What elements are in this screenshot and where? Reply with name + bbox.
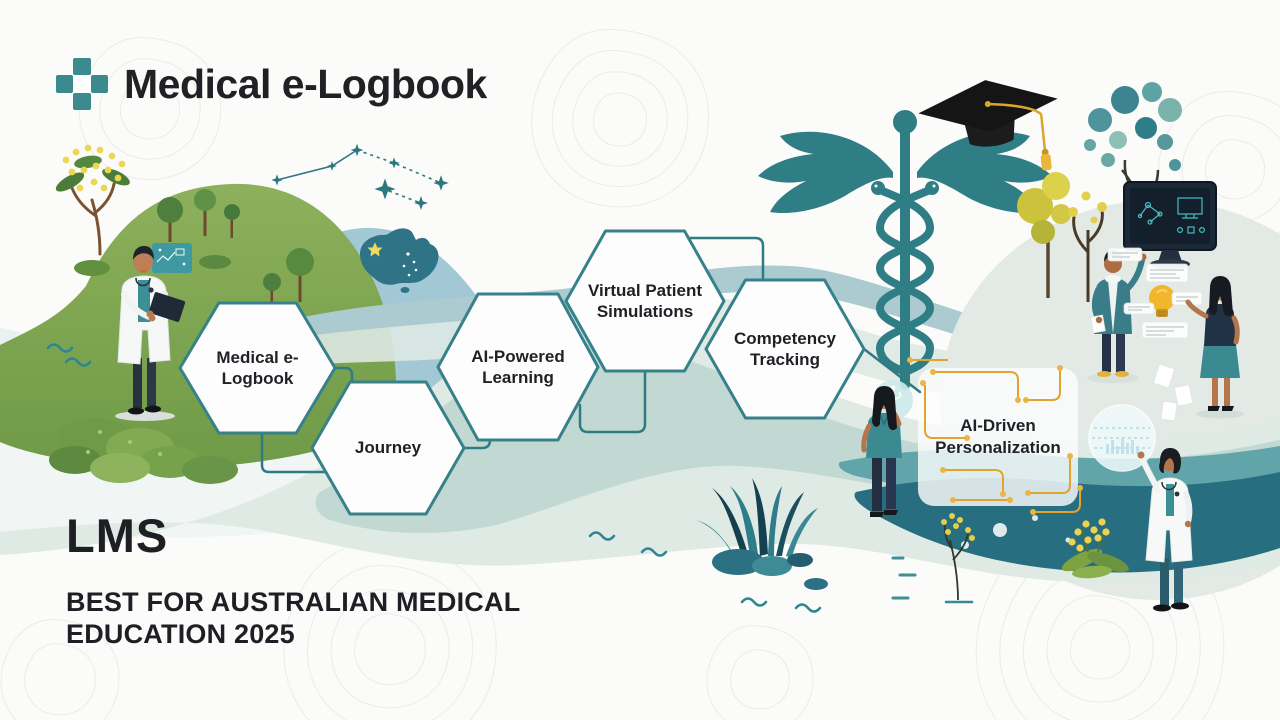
wattle-flower-icon — [1061, 518, 1129, 579]
graduation-cap-icon — [918, 80, 1058, 171]
flow-node-ai-powered-learning: AI-Powered Learning — [471, 346, 565, 387]
page-title: Medical e-Logbook — [124, 60, 487, 107]
waving-student-figure — [1087, 250, 1147, 383]
wattle-sprig-icon — [891, 513, 975, 604]
australia-map-icon — [360, 228, 439, 293]
flow-node-competency-tracking: Competency Tracking — [733, 328, 837, 369]
southern-cross-constellation-icon — [271, 143, 449, 210]
flow-node-journey: Journey — [354, 438, 422, 458]
medical-board-icon — [152, 243, 192, 273]
brand-header: Medical e-Logbook — [56, 58, 487, 110]
subheading: BEST FOR AUSTRALIAN MEDICAL EDUCATION 20… — [66, 587, 520, 649]
gum-tree-icon — [1017, 172, 1107, 302]
lightbulb-icon — [1149, 285, 1175, 317]
student-figure — [1185, 276, 1244, 419]
dot-tree-icon — [1084, 82, 1182, 252]
nurse-figure — [861, 380, 913, 517]
hill-trees — [74, 189, 314, 304]
flow-hexagons — [178, 229, 866, 516]
flying-papers — [1152, 363, 1194, 422]
wave-icon — [46, 343, 822, 613]
doctor-figure — [1137, 448, 1193, 612]
bushes — [49, 418, 238, 484]
speech-blocks — [1107, 247, 1203, 339]
lms-heading: LMS — [66, 509, 169, 562]
flow-node-virtual-patient-simulations: Virtual Patient Simulations — [588, 280, 702, 321]
spinifex-plant-icon — [696, 478, 828, 590]
circuit-lines-icon — [907, 357, 1083, 515]
wattle-flower-icon — [62, 144, 126, 192]
medical-monitor-icon — [1123, 181, 1217, 269]
wattle-tree-icon — [55, 144, 130, 256]
flow-node-medical-e-logbook: Medical e-Logbook — [216, 347, 299, 388]
medical-cross-icon — [56, 58, 108, 110]
flow-node-ai-driven-personalization: AI-Driven Personalization — [935, 415, 1061, 457]
caduceus-icon — [758, 110, 1052, 390]
ai-box — [918, 368, 1078, 506]
footer-text: LMS BEST FOR AUSTRALIAN MEDICAL EDUCATIO… — [66, 512, 581, 651]
doctor-with-tablet-figure — [115, 246, 186, 421]
